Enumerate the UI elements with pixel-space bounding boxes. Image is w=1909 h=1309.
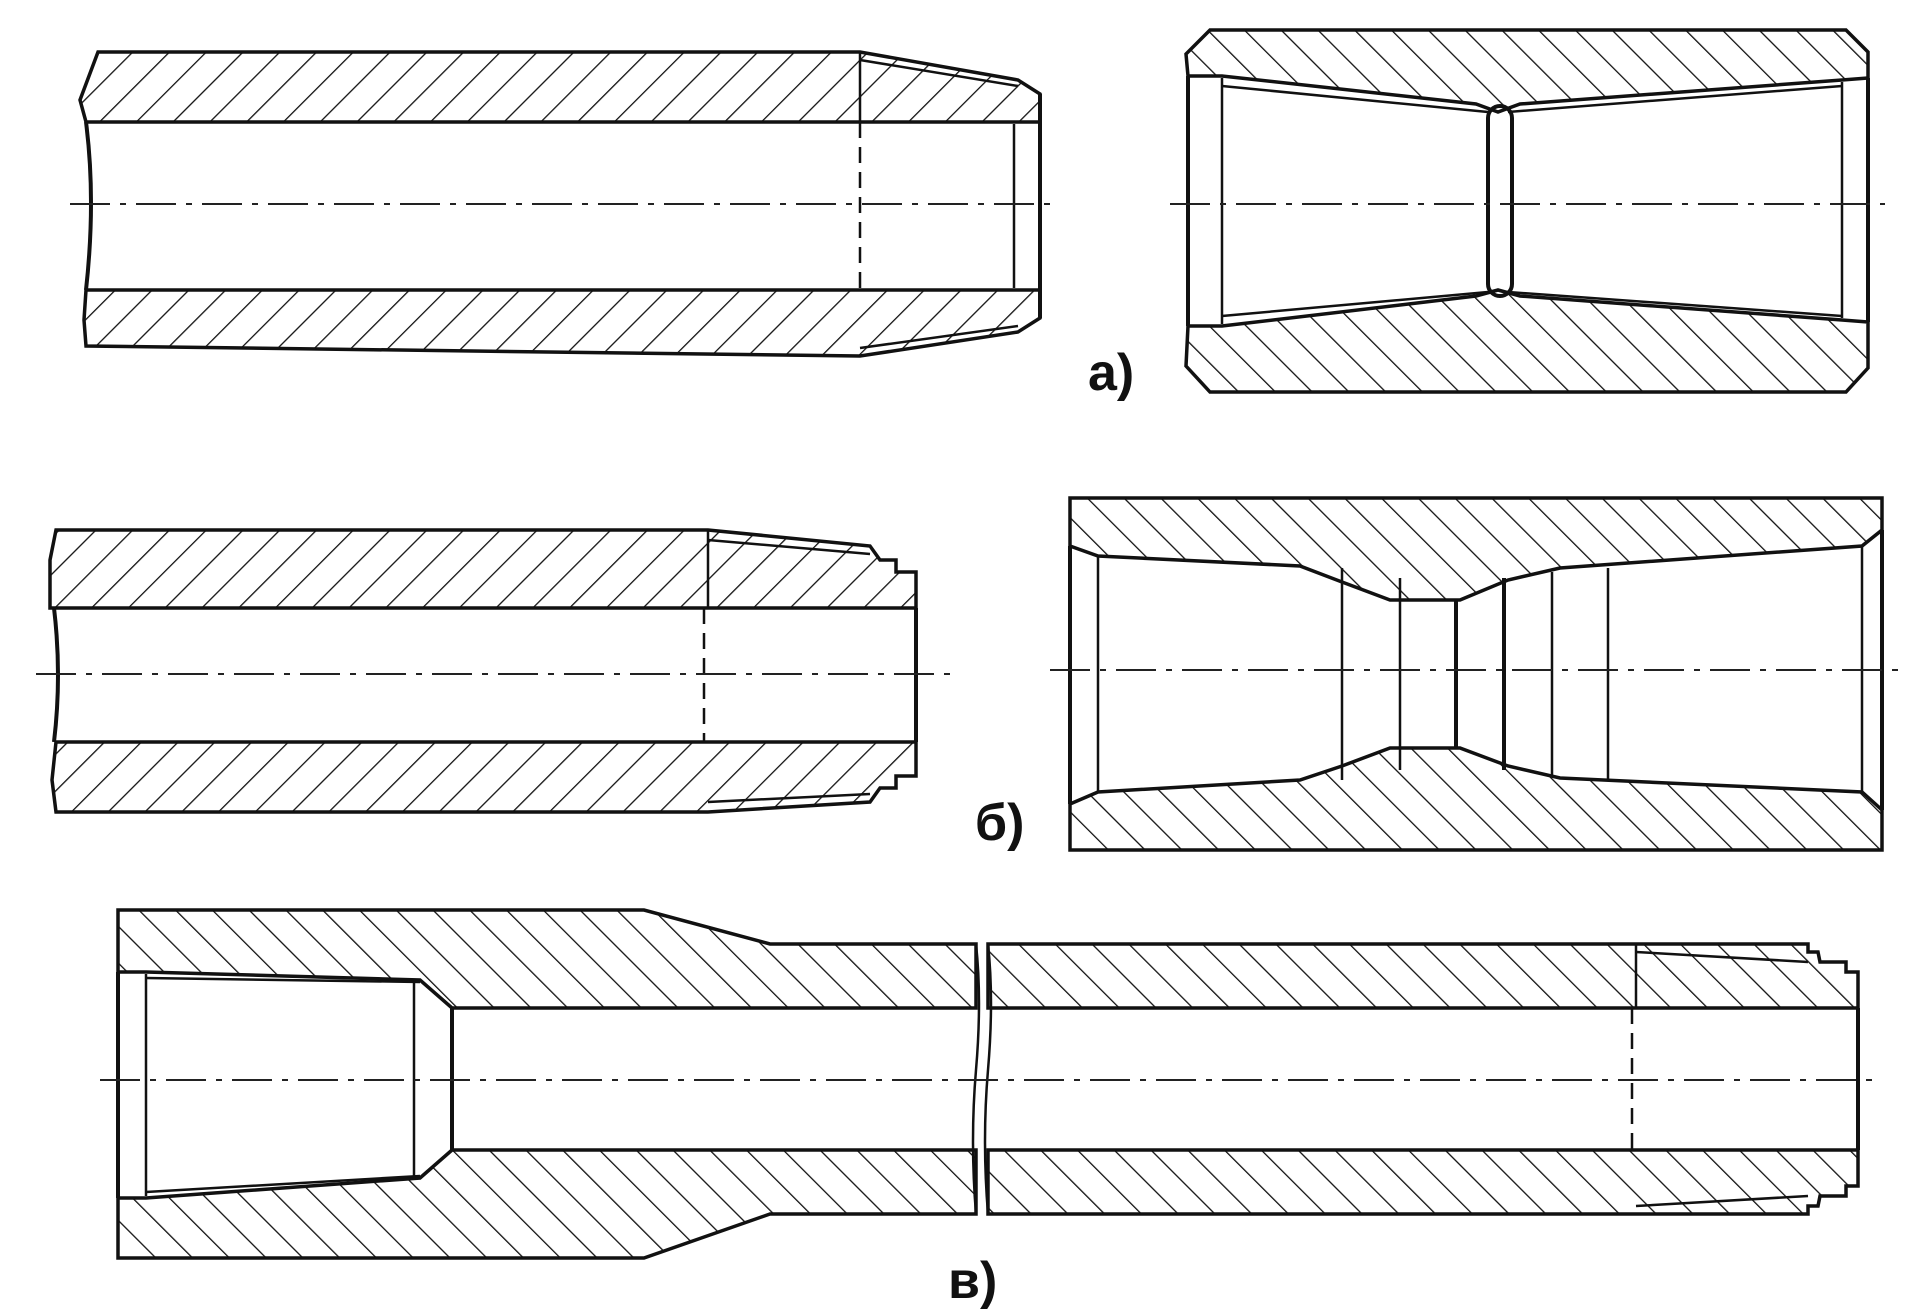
coupling-a-center-groove xyxy=(1486,104,1514,298)
pipe-b-thread-root-bottom xyxy=(707,792,871,804)
pipe-a-bottom-wall xyxy=(82,288,1042,358)
view-v-long-pipe xyxy=(100,908,1880,1260)
pipe-v-bottom-wall-right xyxy=(986,1148,1860,1216)
view-b-coupling xyxy=(1050,496,1905,852)
pipe-b-top-wall xyxy=(48,528,918,610)
pipe-b-thread-root xyxy=(707,538,871,556)
pipe-v-bell-lower xyxy=(145,1174,421,1194)
pipe-v-top-wall-left xyxy=(116,908,978,1010)
coupling-a-cone-lower-right xyxy=(1507,290,1843,318)
coupling-a-cone-upper-left xyxy=(1221,84,1489,114)
view-a-pipe-end xyxy=(70,50,1050,358)
pipe-a-top-wall xyxy=(78,50,1042,124)
label-v: в) xyxy=(948,1252,997,1309)
coupling-b-top-wall xyxy=(1068,496,1884,602)
pipe-v-break-right xyxy=(983,943,993,1215)
pipe-a-thread-root xyxy=(859,58,1019,88)
pipe-v-top-wall-right xyxy=(986,942,1860,1010)
pipe-a-thread-root-bottom xyxy=(859,324,1019,350)
coupling-b-bottom-wall xyxy=(1068,746,1884,852)
coupling-a-bottom-wall xyxy=(1184,288,1870,394)
pipe-v-break-left xyxy=(971,943,981,1215)
coupling-a-cone-lower-left xyxy=(1221,290,1489,318)
pipe-a-break-line xyxy=(84,121,93,291)
coupling-a-cone-upper-right xyxy=(1507,84,1843,114)
pipe-v-thread-root-bottom xyxy=(1635,1194,1809,1208)
view-b-pipe-end xyxy=(36,528,960,814)
pipe-v-bell-upper xyxy=(145,976,421,984)
pipe-b-bottom-wall xyxy=(50,740,918,814)
pipe-v-bottom-wall-left xyxy=(116,1148,978,1260)
label-b: б) xyxy=(975,794,1024,852)
view-a-coupling xyxy=(1170,28,1885,394)
label-a: а) xyxy=(1088,344,1134,402)
coupling-a-top-wall xyxy=(1184,28,1870,114)
pipe-v-thread-root xyxy=(1635,950,1809,964)
